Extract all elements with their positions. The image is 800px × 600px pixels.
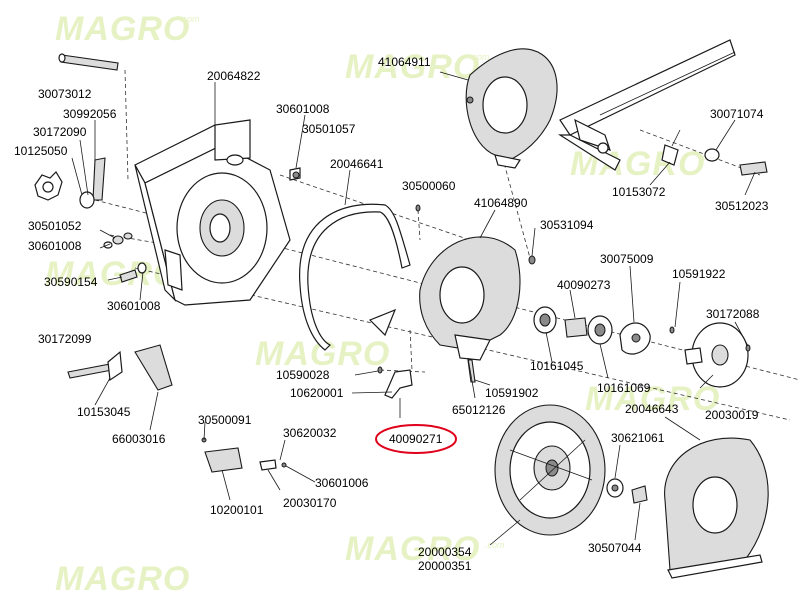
left-small-parts xyxy=(34,157,301,283)
small-pins xyxy=(415,204,476,383)
frame-rail xyxy=(557,39,736,171)
watermark-suffix-1: .com xyxy=(180,14,200,24)
part-20046641-guard-ring xyxy=(299,203,411,351)
label-40090273: 40090273 xyxy=(557,278,611,292)
part-labels: 30073012 20064822 30992056 30172090 1012… xyxy=(14,55,769,573)
label-41064911: 41064911 xyxy=(378,55,431,69)
label-20030170: 20030170 xyxy=(283,496,337,510)
label-30073012: 30073012 xyxy=(38,87,92,101)
part-30172099-pin xyxy=(67,363,113,379)
part-10153045-spring xyxy=(107,344,173,391)
label-20030019: 20030019 xyxy=(705,408,759,422)
label-10590028: 10590028 xyxy=(276,368,330,382)
right-hardware xyxy=(661,144,768,176)
highlight-ring xyxy=(375,424,457,454)
label-30590154: 30590154 xyxy=(44,275,98,289)
label-10161069: 10161069 xyxy=(597,381,651,395)
part-20000354-impeller xyxy=(494,404,606,536)
watermark-7: MAGRO xyxy=(55,560,190,598)
washer-bolt-group xyxy=(606,478,648,504)
label-41064890: 41064890 xyxy=(474,196,528,210)
watermark-4: MAGRO xyxy=(45,255,180,293)
part-30073012-pin xyxy=(58,53,119,71)
label-30071074: 30071074 xyxy=(710,107,764,121)
label-30172090: 30172090 xyxy=(33,125,87,139)
label-30075009: 30075009 xyxy=(600,252,654,266)
watermark-8: MAGRO xyxy=(345,530,480,568)
label-10620001: 10620001 xyxy=(290,386,344,400)
label-30621061: 30621061 xyxy=(611,431,665,445)
label-30500091: 30500091 xyxy=(198,413,252,427)
bearings-group xyxy=(533,306,675,355)
label-10161045: 10161045 xyxy=(530,359,584,373)
watermark-1: MAGRO xyxy=(55,10,190,48)
label-30601008-mid: 30601008 xyxy=(28,239,82,253)
part-10200101-plate xyxy=(201,437,243,473)
label-30172099: 30172099 xyxy=(38,332,92,346)
watermark-6: MAGRO xyxy=(585,380,720,418)
label-65012126: 65012126 xyxy=(452,403,506,417)
label-30501057: 30501057 xyxy=(302,122,356,136)
part-20064822-housing xyxy=(134,119,291,306)
label-30531094: 30531094 xyxy=(540,218,594,232)
label-10591902: 10591902 xyxy=(485,386,539,400)
label-30601008-top: 30601008 xyxy=(276,102,330,116)
watermark-layer: MAGRO MAGRO MAGRO MAGRO MAGRO MAGRO MAGR… xyxy=(45,10,720,598)
label-20064822: 20064822 xyxy=(207,69,261,83)
watermark-suffix-2: .com xyxy=(470,52,490,62)
leader-lines xyxy=(71,71,756,546)
part-41064890-plate xyxy=(419,236,536,361)
part-30620032-clip xyxy=(259,459,287,471)
label-20000354: 20000354 xyxy=(418,545,472,559)
label-20046643: 20046643 xyxy=(625,402,679,416)
label-40090271: 40090271 xyxy=(389,432,443,446)
label-30620032: 30620032 xyxy=(283,426,337,440)
part-41064911-disc xyxy=(465,48,558,169)
label-30507044: 30507044 xyxy=(588,541,642,555)
part-40090271-bracket xyxy=(377,366,413,399)
label-10153045: 10153045 xyxy=(77,405,131,419)
label-10200101: 10200101 xyxy=(210,503,264,517)
label-10591922: 10591922 xyxy=(672,267,726,281)
label-30501052: 30501052 xyxy=(28,219,82,233)
watermark-suffix-4: .com xyxy=(485,540,505,550)
label-30512023: 30512023 xyxy=(715,199,769,213)
label-20000351: 20000351 xyxy=(418,559,472,573)
watermark-2: MAGRO xyxy=(345,48,480,86)
label-10153072: 10153072 xyxy=(612,185,666,199)
label-10125050: 10125050 xyxy=(14,144,68,158)
label-30601008-low: 30601008 xyxy=(107,299,161,313)
part-20046643-cover xyxy=(664,437,769,579)
label-30601006: 30601006 xyxy=(315,476,369,490)
part-20030019-fan xyxy=(684,322,751,388)
label-66003016: 66003016 xyxy=(112,432,166,446)
label-20046641: 20046641 xyxy=(330,157,384,171)
label-30992056: 30992056 xyxy=(63,107,117,121)
label-30172088: 30172088 xyxy=(706,307,760,321)
label-30500060: 30500060 xyxy=(402,179,456,193)
